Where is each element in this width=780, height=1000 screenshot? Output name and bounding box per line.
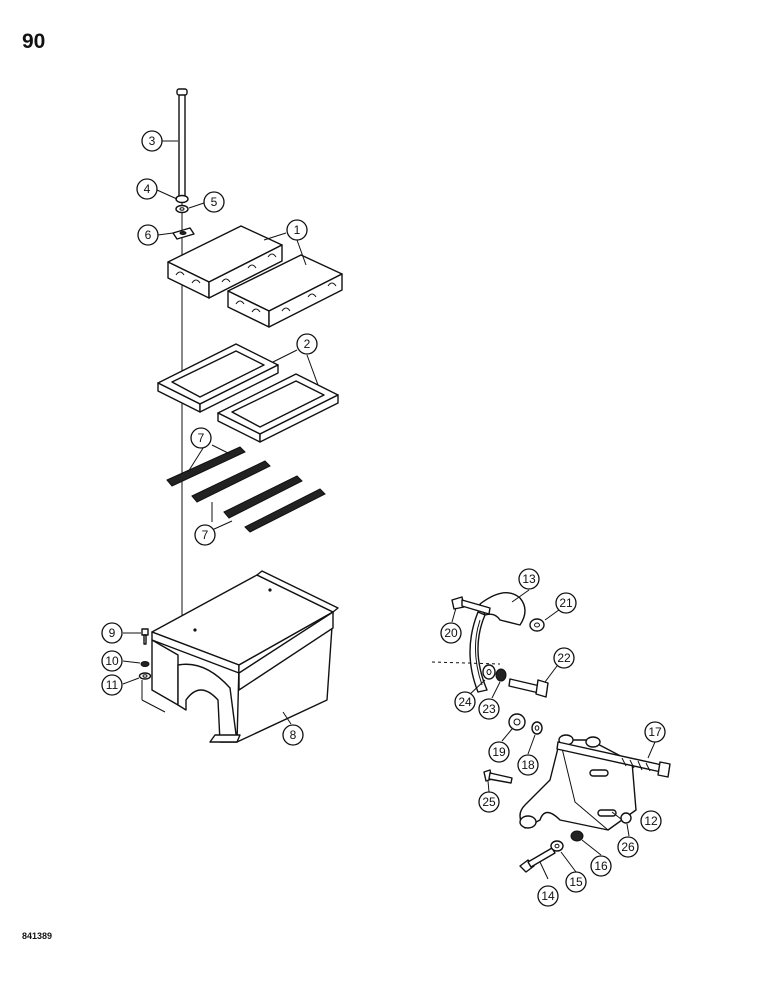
figure-code: 841389 xyxy=(22,931,53,941)
svg-text:13: 13 xyxy=(522,572,536,586)
bracket-lower-nut xyxy=(550,840,564,852)
callout-20: 20 xyxy=(440,622,462,644)
svg-text:12: 12 xyxy=(644,814,658,828)
svg-text:25: 25 xyxy=(482,795,496,809)
svg-text:4: 4 xyxy=(144,182,151,196)
callout-26: 26 xyxy=(617,836,639,858)
strap-lockwasher xyxy=(495,668,507,682)
callout-9: 9 xyxy=(101,622,123,644)
page-number: 90 xyxy=(22,30,46,53)
svg-text:19: 19 xyxy=(492,745,506,759)
svg-text:16: 16 xyxy=(594,859,608,873)
battery-frame-left xyxy=(157,343,279,413)
callout-1: 1 xyxy=(286,219,308,241)
callout-19: 19 xyxy=(488,741,510,763)
callout-12: 12 xyxy=(640,810,662,832)
svg-text:7: 7 xyxy=(198,431,205,445)
bracket-bolt-bottom xyxy=(519,847,556,873)
box-flatwasher xyxy=(138,672,152,680)
callout-13: 13 xyxy=(518,568,540,590)
svg-text:26: 26 xyxy=(621,840,635,854)
svg-text:3: 3 xyxy=(149,134,156,148)
strap-bolt-lower xyxy=(508,678,549,698)
callout-3: 3 xyxy=(141,130,163,152)
callout-14: 14 xyxy=(537,885,559,907)
box-bolt xyxy=(141,628,149,645)
svg-text:20: 20 xyxy=(444,626,458,640)
callout-10: 10 xyxy=(101,650,123,672)
box-lockwasher xyxy=(140,661,150,667)
strap-bolt-upper xyxy=(451,596,491,615)
svg-text:15: 15 xyxy=(569,875,583,889)
svg-text:21: 21 xyxy=(559,596,573,610)
callout-11: 11 xyxy=(101,674,123,696)
callout-8: 8 xyxy=(282,724,304,746)
svg-text:9: 9 xyxy=(109,626,116,640)
clamp-plate xyxy=(172,227,195,240)
svg-text:17: 17 xyxy=(648,725,662,739)
callout-18: 18 xyxy=(517,754,539,776)
rubber-strips xyxy=(166,446,326,533)
bracket-lower-washer xyxy=(570,830,584,842)
svg-text:6: 6 xyxy=(145,228,152,242)
svg-text:2: 2 xyxy=(304,337,311,351)
callout-5: 5 xyxy=(203,191,225,213)
svg-text:8: 8 xyxy=(290,728,297,742)
strap-nut xyxy=(529,618,545,632)
svg-text:11: 11 xyxy=(106,678,119,692)
callout-23: 23 xyxy=(478,698,500,720)
mounting-bracket xyxy=(519,734,637,831)
callout-7-lower: 7 xyxy=(194,524,216,546)
svg-text:14: 14 xyxy=(541,889,555,903)
svg-text:7: 7 xyxy=(202,528,209,542)
bracket-bolt-short xyxy=(483,769,513,784)
callout-7-upper: 7 xyxy=(190,427,212,449)
battery-box xyxy=(141,570,339,743)
bracket-spacer xyxy=(508,713,526,731)
callout-4: 4 xyxy=(136,178,158,200)
callout-2: 2 xyxy=(296,333,318,355)
svg-text:24: 24 xyxy=(458,695,472,709)
battery-cover-right xyxy=(227,254,343,328)
svg-text:1: 1 xyxy=(294,223,301,237)
rod-nut xyxy=(175,194,189,214)
bracket-bolt-long xyxy=(556,741,671,778)
callout-6: 6 xyxy=(137,224,159,246)
bracket-side-nut xyxy=(620,812,632,824)
hold-down-rod xyxy=(176,88,188,640)
bracket-washer xyxy=(531,721,543,735)
callout-24: 24 xyxy=(454,691,476,713)
svg-text:23: 23 xyxy=(482,702,496,716)
callout-17: 17 xyxy=(644,721,666,743)
svg-text:22: 22 xyxy=(557,651,571,665)
leader-lines xyxy=(122,140,656,880)
callout-16: 16 xyxy=(590,855,612,877)
callout-15: 15 xyxy=(565,871,587,893)
callout-21: 21 xyxy=(555,592,577,614)
battery-frame-right xyxy=(217,373,339,443)
strap-washer xyxy=(482,664,496,680)
callout-25: 25 xyxy=(478,791,500,813)
svg-text:5: 5 xyxy=(211,195,218,209)
svg-text:10: 10 xyxy=(105,654,119,668)
battery-cover-left xyxy=(167,225,283,299)
svg-text:18: 18 xyxy=(521,758,535,772)
callout-22: 22 xyxy=(553,647,575,669)
